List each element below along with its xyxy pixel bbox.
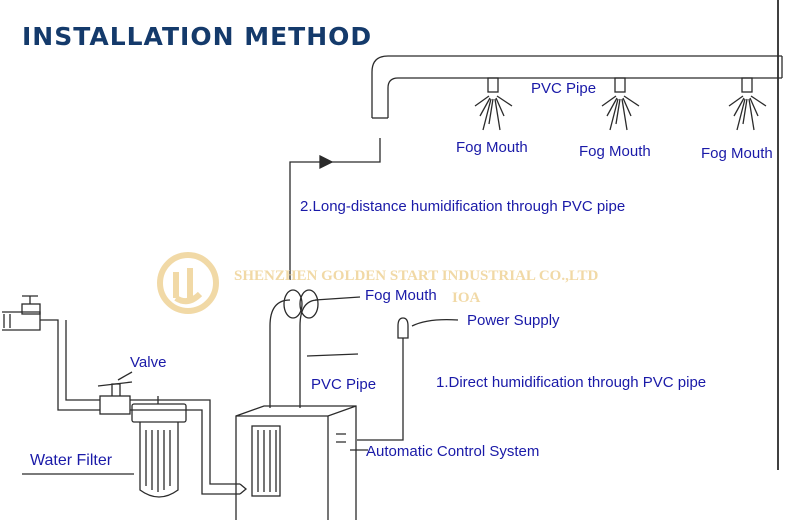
watermark-suffix: IOA [452, 290, 481, 306]
ceiling-pvc-pipe [371, 55, 783, 119]
label-direct-humidification: 1.Direct humidification through PVC pipe [436, 374, 707, 391]
fog-mouth-nozzle-1 [474, 77, 513, 131]
pvc-pipe-indicator-line [306, 353, 359, 357]
label-pvc-pipe-ceiling: PVC Pipe [531, 80, 597, 97]
water-supply-pipe [40, 319, 248, 495]
fog-mouth-nozzle-2 [601, 77, 640, 131]
label-fog-mouth-2: Fog Mouth [579, 143, 651, 160]
label-long-distance: 2.Long-distance humidification through P… [300, 198, 626, 215]
water-tap [2, 295, 41, 331]
power-supply-plug [357, 317, 459, 441]
label-power-supply: Power Supply [467, 312, 560, 329]
water-filter-housing [131, 396, 187, 498]
label-fog-mouth-unit: Fog Mouth [365, 287, 437, 304]
watermark-logo [157, 252, 219, 314]
watermark-company-name: SHENZHEN GOLDEN START INDUSTRIAL CO.,LTD [234, 268, 599, 284]
humidifier-unit [235, 405, 357, 520]
label-automatic-control-system: Automatic Control System [366, 443, 540, 460]
valve-body [97, 371, 133, 415]
unit-fog-mouth-outlets [269, 289, 361, 408]
long-distance-flow-line [289, 138, 381, 280]
label-fog-mouth-1: Fog Mouth [456, 139, 528, 156]
fog-mouth-nozzle-3 [728, 77, 767, 131]
page-title: INSTALLATION METHOD [22, 22, 373, 51]
label-valve: Valve [130, 354, 167, 371]
label-pvc-pipe-unit: PVC Pipe [311, 376, 377, 393]
label-fog-mouth-3: Fog Mouth [701, 145, 773, 162]
label-water-filter: Water Filter [30, 452, 113, 469]
